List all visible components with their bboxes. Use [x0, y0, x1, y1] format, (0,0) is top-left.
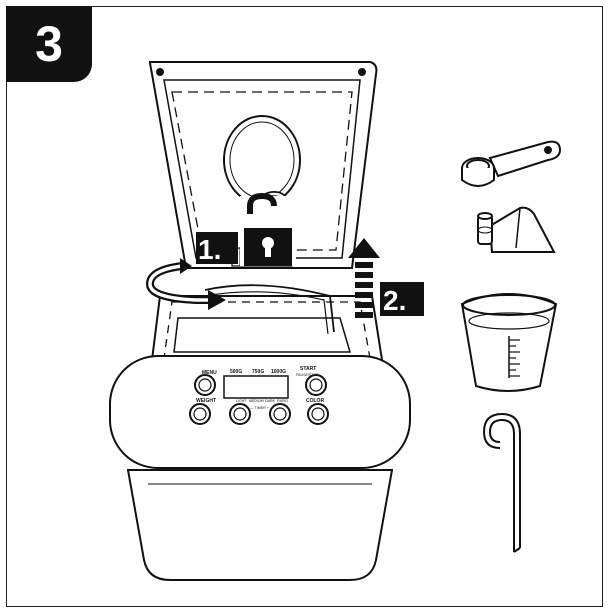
color-label: COLOR: [306, 398, 324, 404]
measuring-spoon-icon: [461, 140, 562, 187]
color-option-2: MEDIUM: [249, 399, 264, 403]
step-1-text: 1.: [198, 234, 221, 265]
step-2-label: 2.: [380, 282, 424, 316]
start-label: START: [300, 366, 316, 372]
lid: [148, 61, 378, 269]
control-panel: 500G 750G 1000G MENU START PAUSE/STOP WE…: [189, 366, 329, 425]
start-button: [305, 374, 327, 396]
up-arrow-icon: [348, 238, 380, 318]
step-number: 3: [35, 16, 63, 72]
color-option-3: DARK: [265, 399, 276, 403]
color-option-4: RAPID: [277, 399, 288, 403]
step-number-badge: 3: [6, 6, 92, 82]
rotate-arrow-icon: [145, 258, 226, 310]
kneading-paddle-icon: [477, 206, 556, 253]
timer-plus-button: [269, 403, 291, 425]
diagram-frame: [6, 6, 603, 607]
weight-label: WEIGHT: [196, 398, 216, 404]
bread-machine-body: [109, 284, 411, 581]
menu-button: [194, 374, 216, 396]
menu-label: MENU: [202, 370, 217, 376]
weight-label-1: 500G: [230, 369, 242, 375]
color-option-1: LIGHT: [236, 399, 247, 403]
padlock-open-icon: [240, 190, 296, 266]
color-button: [307, 403, 329, 425]
weight-label-2: 750G: [252, 369, 264, 375]
start-sub-label: PAUSE/STOP: [296, 373, 319, 377]
display-window: [223, 375, 289, 399]
step-2-text: 2.: [383, 285, 406, 316]
hook-icon: [482, 412, 521, 553]
timer-label: — TIMER +: [250, 406, 269, 410]
measuring-cup-icon: [460, 293, 558, 392]
weight-label-3: 1000G: [271, 369, 286, 375]
timer-minus-button: [229, 403, 251, 425]
step-1-label: 1.: [196, 232, 238, 265]
weight-button: [189, 403, 211, 425]
